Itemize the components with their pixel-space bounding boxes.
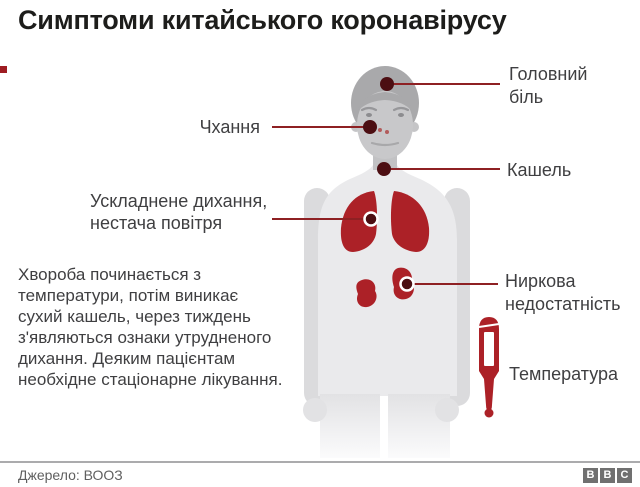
label-cough: Кашель	[507, 160, 572, 180]
nostril-mark	[378, 128, 382, 132]
label-kidney-failure: Ниркова недостатність	[505, 271, 621, 314]
nostril-mark	[385, 130, 389, 134]
label-breathing: Ускладнене дихання, нестача повітря	[90, 191, 268, 233]
bbc-logo-block: B	[583, 468, 598, 483]
right-eye	[398, 113, 404, 117]
hair-fringe	[357, 92, 413, 112]
mouth	[370, 141, 400, 147]
bbc-logo-block: B	[600, 468, 615, 483]
left-lung-shape	[340, 191, 378, 252]
left-kidney-shape	[356, 279, 377, 308]
torso-shape	[318, 165, 457, 396]
footer-divider	[0, 461, 640, 463]
marker-cough	[377, 162, 391, 176]
marker-headache	[380, 77, 394, 91]
thermometer-icon	[478, 317, 500, 418]
label-headache: Головний біль	[509, 64, 588, 107]
bbc-logo-block: C	[617, 468, 632, 483]
right-eyebrow	[392, 106, 410, 112]
right-lung-shape	[390, 191, 430, 252]
left-eye	[366, 113, 372, 117]
marker-kidney	[399, 276, 415, 292]
right-hand-shape	[435, 398, 459, 422]
source-text: Джерело: ВООЗ	[18, 467, 123, 483]
label-temperature: Температура	[509, 364, 619, 384]
description-text: Хвороба починається з температури, потім…	[18, 265, 283, 389]
bbc-logo: B B C	[583, 468, 632, 483]
left-leg-shape	[320, 394, 380, 458]
left-eyebrow	[360, 106, 378, 112]
bbc-letter: C	[620, 469, 629, 481]
left-hand-shape	[303, 398, 327, 422]
marker-breathing	[363, 211, 379, 227]
bbc-letter: B	[586, 469, 595, 481]
bbc-letter: B	[603, 469, 612, 481]
page-title: Симптоми китайського коронавірусу	[18, 5, 507, 35]
marker-sneezing	[363, 120, 377, 134]
brand-square	[0, 66, 7, 73]
label-sneezing: Чхання	[199, 117, 260, 137]
